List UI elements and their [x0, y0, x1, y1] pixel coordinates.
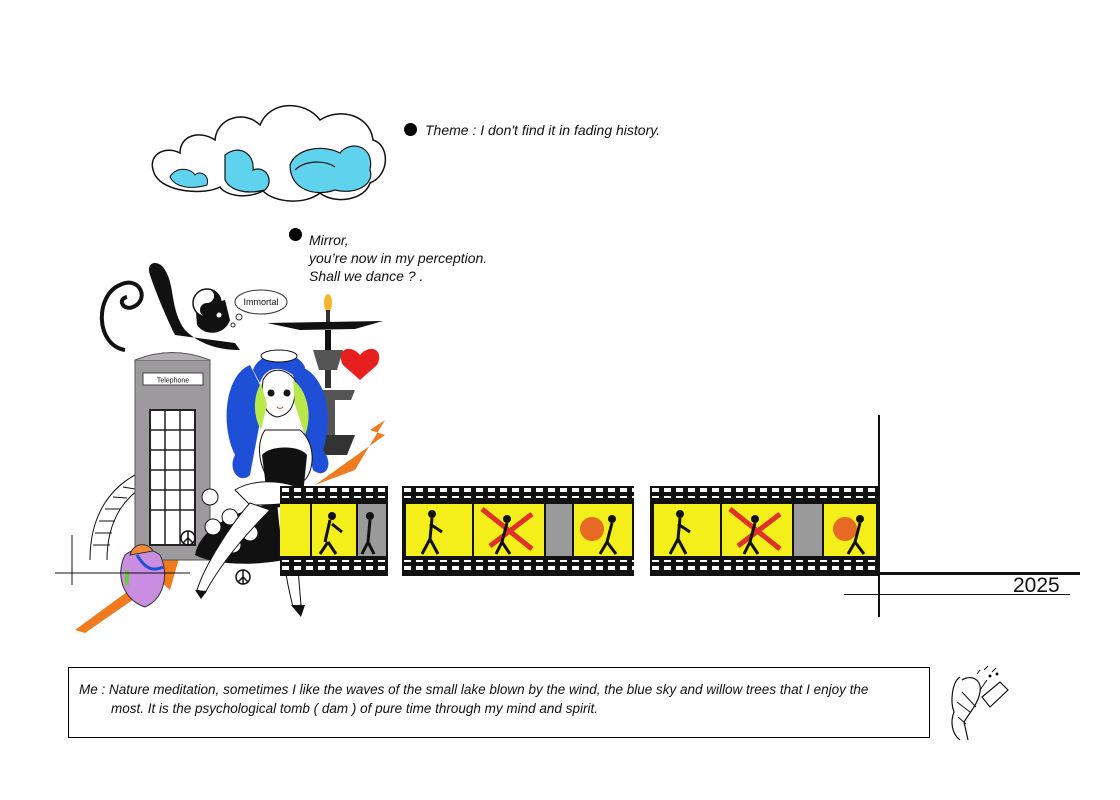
phone-booth-sign: Telephone [157, 378, 189, 385]
mirror-note-line2: you’re now in my perception. [309, 250, 488, 266]
mirror-note-line1: Mirror, [309, 232, 349, 248]
bottom-note-text: Me : Nature meditation, sometimes I like… [79, 680, 919, 718]
thought-bubble [230, 289, 288, 328]
film-strip [280, 486, 878, 576]
phone-booth [134, 352, 211, 561]
mirror-note: Mirror, you’re now in my perception. Sha… [309, 231, 487, 285]
film-strip-1 [280, 486, 388, 576]
year-label: 2025 [1013, 574, 1060, 597]
film-strip-3 [650, 486, 878, 576]
bottom-note-line2: most. It is the psychological tomb ( dam… [111, 701, 598, 716]
staircase [89, 469, 151, 561]
orange-arrow-right [315, 420, 385, 485]
sketch-figure-icon [951, 665, 1009, 741]
horizontal-underline [844, 594, 1070, 595]
film-strip-2 [402, 486, 634, 576]
theme-bullet [404, 123, 417, 136]
thought-bubble-text: Immortal [243, 297, 278, 307]
peace-icon [180, 530, 251, 585]
mirror-note-line3: Shall we dance ? . [309, 268, 424, 284]
cloud-illustration [151, 104, 387, 202]
bottom-note-line1: Me : Nature meditation, sometimes I like… [79, 682, 869, 697]
mirror-bullet [289, 228, 302, 241]
theme-note: Theme : I don't find it in fading histor… [425, 122, 661, 138]
yin-yang-icon [192, 288, 222, 318]
vertical-guide-line [878, 415, 880, 617]
collage-illustration: Telephone Immortal [55, 263, 385, 633]
horizontal-guide-line [878, 572, 1080, 575]
heart-illustration [120, 544, 166, 608]
bottom-note-box: Me : Nature meditation, sometimes I like… [68, 667, 930, 738]
heart-icon [340, 348, 380, 380]
girl-illustration [195, 349, 329, 617]
